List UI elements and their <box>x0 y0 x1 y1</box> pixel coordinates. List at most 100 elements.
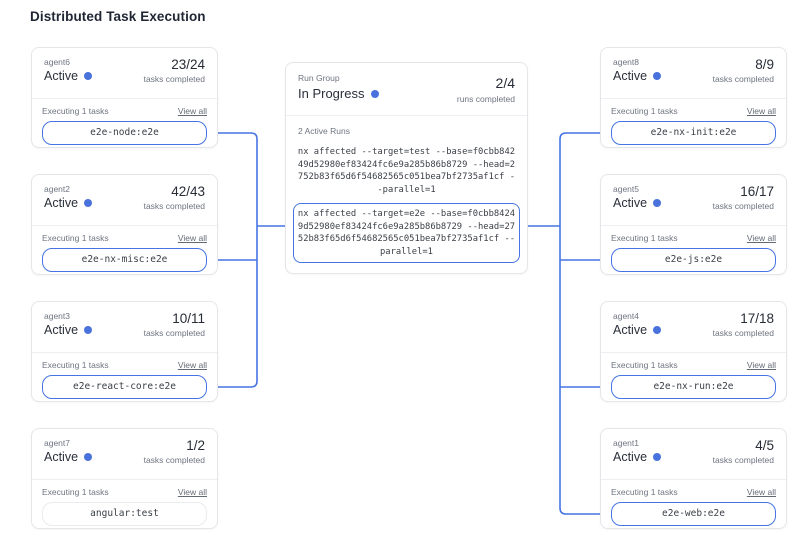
agent-name: agent1 <box>613 438 639 448</box>
agent-header: agent4 Active 17/18 tasks completed <box>601 302 786 352</box>
agent-tasks-section: Executing 1 tasks View all e2e-js:e2e <box>601 225 786 272</box>
agent-card-agent7: agent7 Active 1/2 tasks completed Execut… <box>31 428 218 529</box>
status-dot-icon <box>84 72 93 80</box>
agent-status-label: Active <box>44 450 79 464</box>
task-pill[interactable]: e2e-nx-init:e2e <box>611 121 776 145</box>
view-all-link[interactable]: View all <box>177 360 207 370</box>
tasks-completed-label: tasks completed <box>712 201 774 211</box>
page-title: Distributed Task Execution <box>30 9 206 24</box>
run-group-status: In Progress <box>298 86 365 101</box>
task-pill[interactable]: e2e-nx-run:e2e <box>611 375 776 399</box>
tasks-progress: 1/2 <box>186 438 205 453</box>
runs-completed-label: runs completed <box>456 94 515 104</box>
status-dot-icon <box>653 326 662 334</box>
status-dot-icon <box>84 199 93 207</box>
run-command-highlighted[interactable]: nx affected --target=e2e --base=f0cbb842… <box>293 203 520 263</box>
agent-tasks-section: Executing 1 tasks View all angular:test <box>32 479 217 526</box>
agent-status-label: Active <box>44 323 79 337</box>
agent-tasks-section: Executing 1 tasks View all e2e-nx-run:e2e <box>601 352 786 399</box>
agent-card-agent6: agent6 Active 23/24 tasks completed Exec… <box>31 47 218 148</box>
tasks-progress: 23/24 <box>171 57 205 72</box>
executing-label: Executing 1 tasks <box>611 106 678 116</box>
run-group-runs-section: 2 Active Runs nx affected --target=test … <box>286 115 527 273</box>
run-group-card: Run Group In Progress 2/4 runs completed… <box>285 62 528 274</box>
executing-label: Executing 1 tasks <box>42 233 109 243</box>
executing-label: Executing 1 tasks <box>42 360 109 370</box>
agent-header: agent8 Active 8/9 tasks completed <box>601 48 786 98</box>
status-dot-icon <box>84 453 93 461</box>
agent-status-label: Active <box>44 196 79 210</box>
tasks-completed-label: tasks completed <box>143 74 205 84</box>
agent-card-agent4: agent4 Active 17/18 tasks completed Exec… <box>600 301 787 402</box>
agent-name: agent8 <box>613 57 639 67</box>
agent-name: agent7 <box>44 438 70 448</box>
tasks-completed-label: tasks completed <box>712 74 774 84</box>
tasks-completed-label: tasks completed <box>712 455 774 465</box>
status-dot-icon <box>653 72 662 80</box>
agent-name: agent3 <box>44 311 70 321</box>
agent-card-agent1: agent1 Active 4/5 tasks completed Execut… <box>600 428 787 529</box>
agent-header: agent7 Active 1/2 tasks completed <box>32 429 217 479</box>
status-dot-icon <box>371 89 380 98</box>
run-group-header: Run Group In Progress 2/4 runs completed <box>286 63 527 115</box>
task-pill[interactable]: e2e-react-core:e2e <box>42 375 207 399</box>
task-pill[interactable]: e2e-nx-misc:e2e <box>42 248 207 272</box>
tasks-progress: 10/11 <box>172 311 205 326</box>
agent-header: agent6 Active 23/24 tasks completed <box>32 48 217 98</box>
view-all-link[interactable]: View all <box>177 233 207 243</box>
view-all-link[interactable]: View all <box>746 106 776 116</box>
view-all-link[interactable]: View all <box>746 233 776 243</box>
view-all-link[interactable]: View all <box>746 360 776 370</box>
agent-card-agent2: agent2 Active 42/43 tasks completed Exec… <box>31 174 218 275</box>
task-pill[interactable]: angular:test <box>42 502 207 526</box>
agent-status-label: Active <box>613 323 648 337</box>
agent-name: agent5 <box>613 184 639 194</box>
agent-card-agent8: agent8 Active 8/9 tasks completed Execut… <box>600 47 787 148</box>
tasks-progress: 16/17 <box>740 184 774 199</box>
agent-card-agent5: agent5 Active 16/17 tasks completed Exec… <box>600 174 787 275</box>
task-pill[interactable]: e2e-node:e2e <box>42 121 207 145</box>
agent-header: agent3 Active 10/11 tasks completed <box>32 302 217 352</box>
executing-label: Executing 1 tasks <box>611 233 678 243</box>
agent-name: agent2 <box>44 184 70 194</box>
task-pill[interactable]: e2e-web:e2e <box>611 502 776 526</box>
agent-tasks-section: Executing 1 tasks View all e2e-web:e2e <box>601 479 786 526</box>
agent-card-agent3: agent3 Active 10/11 tasks completed Exec… <box>31 301 218 402</box>
status-dot-icon <box>653 453 662 461</box>
tasks-completed-label: tasks completed <box>143 201 205 211</box>
view-all-link[interactable]: View all <box>177 106 207 116</box>
agent-tasks-section: Executing 1 tasks View all e2e-node:e2e <box>32 98 217 145</box>
tasks-completed-label: tasks completed <box>143 455 205 465</box>
tasks-completed-label: tasks completed <box>143 328 205 338</box>
agent-status-label: Active <box>613 196 648 210</box>
executing-label: Executing 1 tasks <box>42 106 109 116</box>
executing-label: Executing 1 tasks <box>611 360 678 370</box>
view-all-link[interactable]: View all <box>746 487 776 497</box>
agent-header: agent5 Active 16/17 tasks completed <box>601 175 786 225</box>
tasks-progress: 8/9 <box>755 57 774 72</box>
view-all-link[interactable]: View all <box>177 487 207 497</box>
agent-tasks-section: Executing 1 tasks View all e2e-nx-init:e2… <box>601 98 786 145</box>
agent-status-label: Active <box>613 450 648 464</box>
run-command[interactable]: nx affected --target=test --base=f0cbb84… <box>297 147 516 195</box>
executing-label: Executing 1 tasks <box>42 487 109 497</box>
agent-name: agent4 <box>613 311 639 321</box>
tasks-progress: 17/18 <box>740 311 774 326</box>
executing-label: Executing 1 tasks <box>611 487 678 497</box>
agent-header: agent1 Active 4/5 tasks completed <box>601 429 786 479</box>
agent-header: agent2 Active 42/43 tasks completed <box>32 175 217 225</box>
agent-status-label: Active <box>44 69 79 83</box>
task-pill[interactable]: e2e-js:e2e <box>611 248 776 272</box>
status-dot-icon <box>653 199 662 207</box>
status-dot-icon <box>84 326 93 334</box>
run-group-label: Run Group <box>298 73 340 83</box>
agent-name: agent6 <box>44 57 70 67</box>
tasks-progress: 42/43 <box>171 184 205 199</box>
agent-status-label: Active <box>613 69 648 83</box>
tasks-progress: 4/5 <box>755 438 774 453</box>
active-runs-label: 2 Active Runs <box>298 126 350 136</box>
runs-progress: 2/4 <box>495 75 515 91</box>
tasks-completed-label: tasks completed <box>712 328 774 338</box>
agent-tasks-section: Executing 1 tasks View all e2e-react-core… <box>32 352 217 399</box>
